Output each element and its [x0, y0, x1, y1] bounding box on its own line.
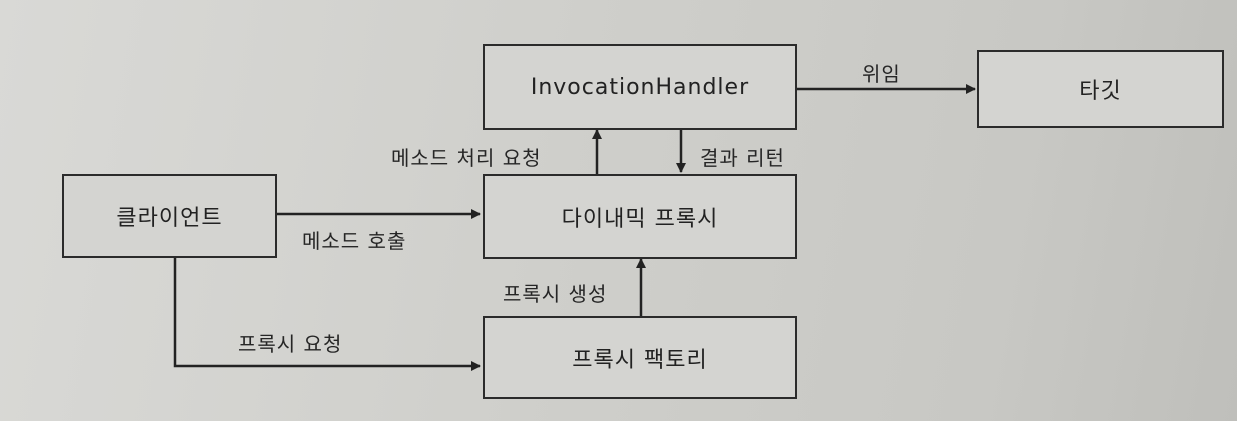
proxy-factory-box: 프록시 팩토리: [483, 316, 797, 399]
method-call-label: 메소드 호출: [302, 229, 407, 253]
proxy-create-label: 프록시 생성: [503, 282, 608, 306]
dynamic-proxy-label: 다이내믹 프록시: [561, 206, 719, 232]
invocation-handler-label: InvocationHandler: [530, 74, 750, 100]
client-label: 클라이언트: [116, 206, 223, 231]
target-label: 타깃: [1079, 79, 1122, 104]
proxy-request-label: 프록시 요청: [238, 332, 343, 356]
return-result-label: 결과 리턴: [700, 146, 785, 170]
proxy-request-arrow: [173, 258, 481, 371]
client-box: 클라이언트: [62, 174, 277, 258]
method-request-label: 메소드 처리 요청: [391, 146, 542, 170]
target-box: 타깃: [977, 50, 1224, 128]
delegate-label: 위임: [862, 62, 901, 86]
dynamic-proxy-box: 다이내믹 프록시: [483, 174, 797, 259]
invocation-handler-box: InvocationHandler: [483, 44, 797, 130]
proxy-factory-label: 프록시 팩토리: [572, 347, 708, 373]
